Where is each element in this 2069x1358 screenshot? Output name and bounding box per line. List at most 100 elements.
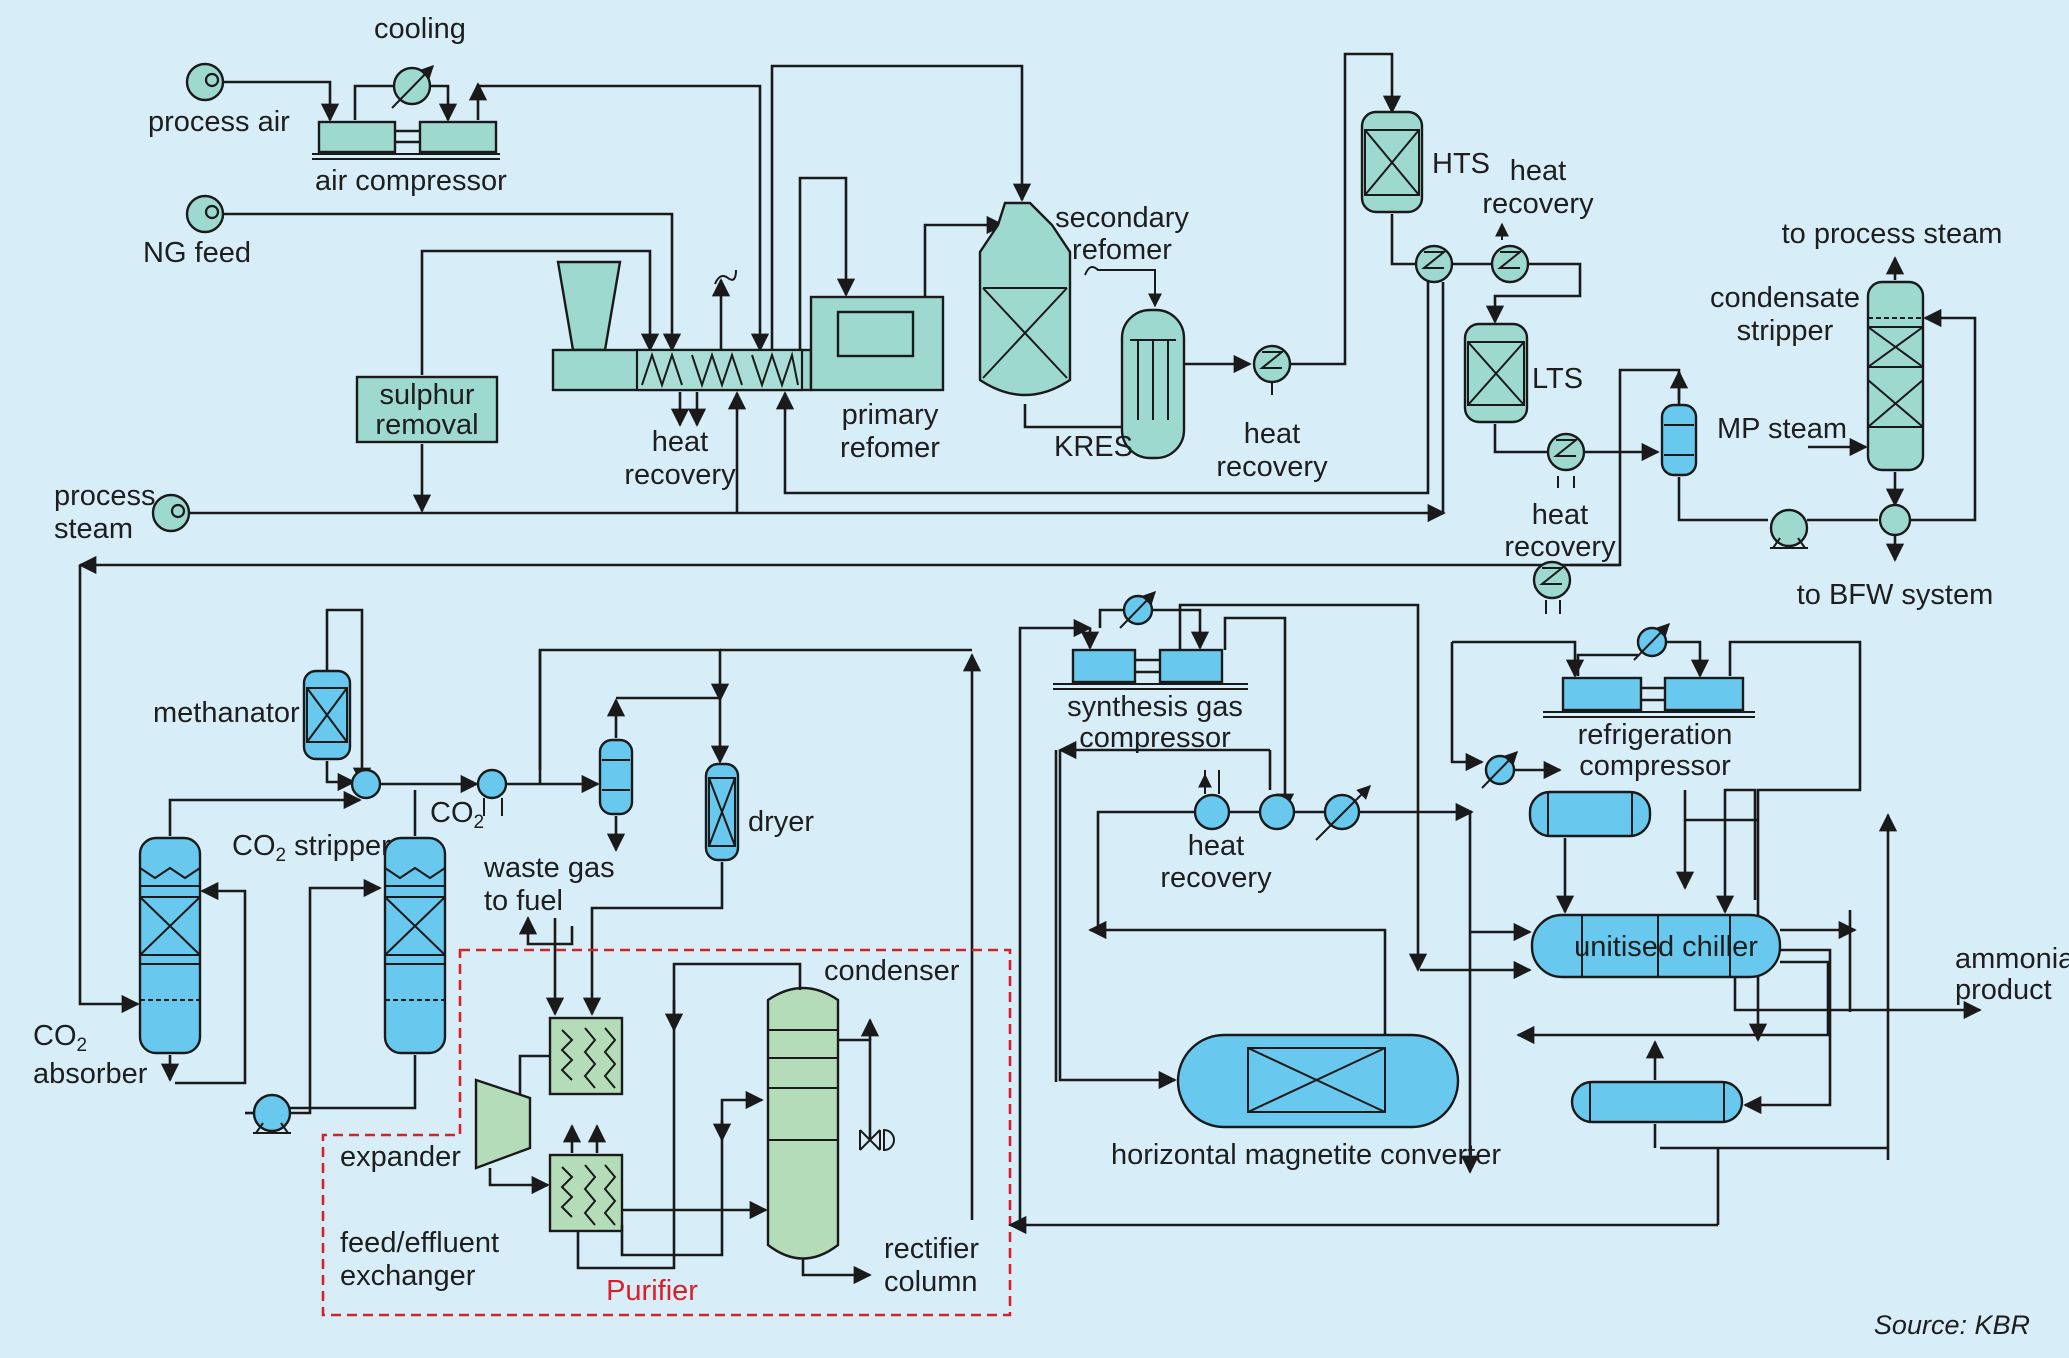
- secondary-reformer: [978, 201, 1072, 397]
- heat-recovery-1-label-2: recovery: [624, 459, 736, 491]
- heat-recovery-loop-label-1: heat: [1188, 830, 1244, 862]
- co2-absorber-label-rest: absorber: [33, 1058, 148, 1090]
- heat-recovery-loop-exchanger-2: [1258, 793, 1296, 831]
- purifier-label: Purifier: [606, 1275, 698, 1307]
- dryer-label: dryer: [748, 806, 814, 838]
- heat-recovery-2-label-2: recovery: [1216, 451, 1328, 483]
- heat-recovery-2-exchanger: [1252, 344, 1292, 395]
- rectifier-label-1: rectifier: [884, 1233, 979, 1265]
- lts-label: LTS: [1532, 363, 1583, 395]
- refrigeration-compressor: [1543, 622, 1755, 718]
- condensate-pump: [1769, 508, 1809, 549]
- co2-absorber-column: [138, 836, 202, 1055]
- waste-gas-label-1: waste gas: [483, 852, 615, 884]
- primary-reformer-label-1: primary: [842, 399, 939, 431]
- heat-recovery-loop-exchanger-3: [1315, 785, 1371, 841]
- methanator-exchanger: [350, 768, 382, 800]
- secondary-reformer-label-2: refomer: [1072, 234, 1172, 266]
- co2-stripper-label: CO2 stripper: [232, 830, 391, 866]
- feed-effluent-label-1: feed/effluent: [340, 1227, 499, 1259]
- co2-stripper-label-sub: 2: [276, 845, 287, 866]
- lts-reactor: [1463, 322, 1529, 424]
- feed-effluent-exchanger-upper: [548, 1016, 624, 1096]
- mp-steam-label: MP steam: [1717, 413, 1847, 445]
- refrigerant-drum: [1528, 790, 1652, 838]
- unitised-chiller: [1530, 913, 1782, 979]
- methanator-label: methanator: [153, 697, 300, 729]
- synthesis-gas-label-2: compressor: [1079, 722, 1231, 754]
- rectifier-label-2: column: [884, 1266, 978, 1298]
- source-label: Source: KBR: [1874, 1310, 2030, 1340]
- feed-effluent-label-2: exchanger: [340, 1260, 476, 1292]
- dryer-vessel: [704, 762, 740, 862]
- rectifier-valve: [859, 1128, 895, 1152]
- heat-recovery-1-label-1: heat: [652, 426, 708, 458]
- condenser-label: condenser: [824, 955, 960, 987]
- heat-recovery-loop-exchanger-1: [1195, 770, 1231, 831]
- refrigeration-label-2: compressor: [1579, 750, 1731, 782]
- process-steam-label-1: process: [54, 480, 156, 512]
- condensate-stripper-label-1: condensate: [1710, 282, 1860, 314]
- heat-recovery-4-exchanger: [1546, 432, 1586, 488]
- secondary-reformer-label-1: secondary: [1055, 202, 1189, 234]
- co2-absorber-label-co: CO2: [33, 1020, 87, 1056]
- kres-label: KRES: [1054, 431, 1133, 463]
- refrigeration-label-1: refrigeration: [1578, 719, 1733, 751]
- sulphur-removal-label-2: removal: [375, 409, 478, 441]
- heat-recovery-3-label-1: heat: [1510, 155, 1566, 187]
- co2-label-sub: 2: [474, 812, 485, 833]
- ng-feed-source-icon: [185, 194, 225, 234]
- expander-label: expander: [340, 1141, 461, 1173]
- waste-gas-label-2: to fuel: [484, 885, 563, 917]
- co2-absorber-label-main: CO: [33, 1020, 77, 1052]
- heat-recovery-4-label-1: heat: [1532, 499, 1588, 531]
- heat-recovery-3b-exchanger: [1490, 222, 1530, 284]
- heat-recovery-5-exchanger: [1532, 560, 1572, 614]
- primary-reformer-label-2: refomer: [840, 432, 940, 464]
- purifier-boundary: [321, 948, 1012, 1317]
- to-process-steam-label: to process steam: [1782, 218, 2003, 250]
- condensate-stripper-label-2: stripper: [1737, 315, 1834, 347]
- rectifier-column: [766, 986, 840, 1260]
- methanator-reactor: [302, 669, 352, 761]
- horizontal-converter-label: horizontal magnetite converter: [1111, 1139, 1501, 1171]
- condensate-stripper-column: [1866, 280, 1925, 472]
- horizontal-magnetite-converter: [1176, 1033, 1460, 1129]
- co2-stripper-label-main: CO: [232, 830, 276, 862]
- condensate-separator: [1660, 403, 1698, 477]
- heat-recovery-4-label-2: recovery: [1504, 531, 1616, 563]
- co2-absorber-label-sub: 2: [77, 1035, 88, 1056]
- heat-recovery-3a-exchanger: [1414, 244, 1454, 284]
- to-bfw-system-label: to BFW system: [1797, 579, 1994, 611]
- process-steam-source-icon: [151, 493, 191, 533]
- ammonia-product-label-1: ammonia: [1955, 943, 2069, 975]
- heat-recovery-2-label-1: heat: [1244, 418, 1300, 450]
- refrigeration-exchanger: [1481, 750, 1518, 789]
- co2-exchanger: [476, 768, 508, 816]
- dryer-feed-separator: [598, 738, 634, 816]
- sulphur-removal-unit: [355, 375, 499, 444]
- co2-stripper-label-rest: stripper: [286, 830, 391, 862]
- co2-stripper-column: [383, 836, 447, 1055]
- sulphur-removal-label-1: sulphur: [379, 379, 474, 411]
- co2-label-main: CO: [430, 797, 474, 829]
- co2-pump: [252, 1093, 292, 1134]
- air-compressor-label: air compressor: [315, 165, 507, 197]
- unitised-chiller-label: unitised chiller: [1574, 931, 1758, 963]
- expander-turbine: [474, 1078, 532, 1170]
- synthesis-gas-label-1: synthesis gas: [1067, 691, 1243, 723]
- stripper-bottom-exchanger: [1878, 503, 1912, 537]
- co2-label: CO2: [430, 797, 484, 833]
- feed-effluent-exchanger-lower: [548, 1153, 624, 1233]
- ammonia-product-label-2: product: [1955, 974, 2052, 1006]
- process-air-source-icon: [185, 62, 225, 102]
- heat-recovery-loop-label-2: recovery: [1160, 862, 1272, 894]
- process-air-label: process air: [148, 106, 290, 138]
- air-compressor: [312, 64, 500, 160]
- heat-recovery-3-label-2: recovery: [1482, 188, 1594, 220]
- hts-reactor: [1360, 110, 1424, 214]
- ammonia-flash-drum: [1570, 1080, 1744, 1124]
- cooling-label: cooling: [374, 13, 466, 45]
- process-steam-label-2: steam: [54, 513, 133, 545]
